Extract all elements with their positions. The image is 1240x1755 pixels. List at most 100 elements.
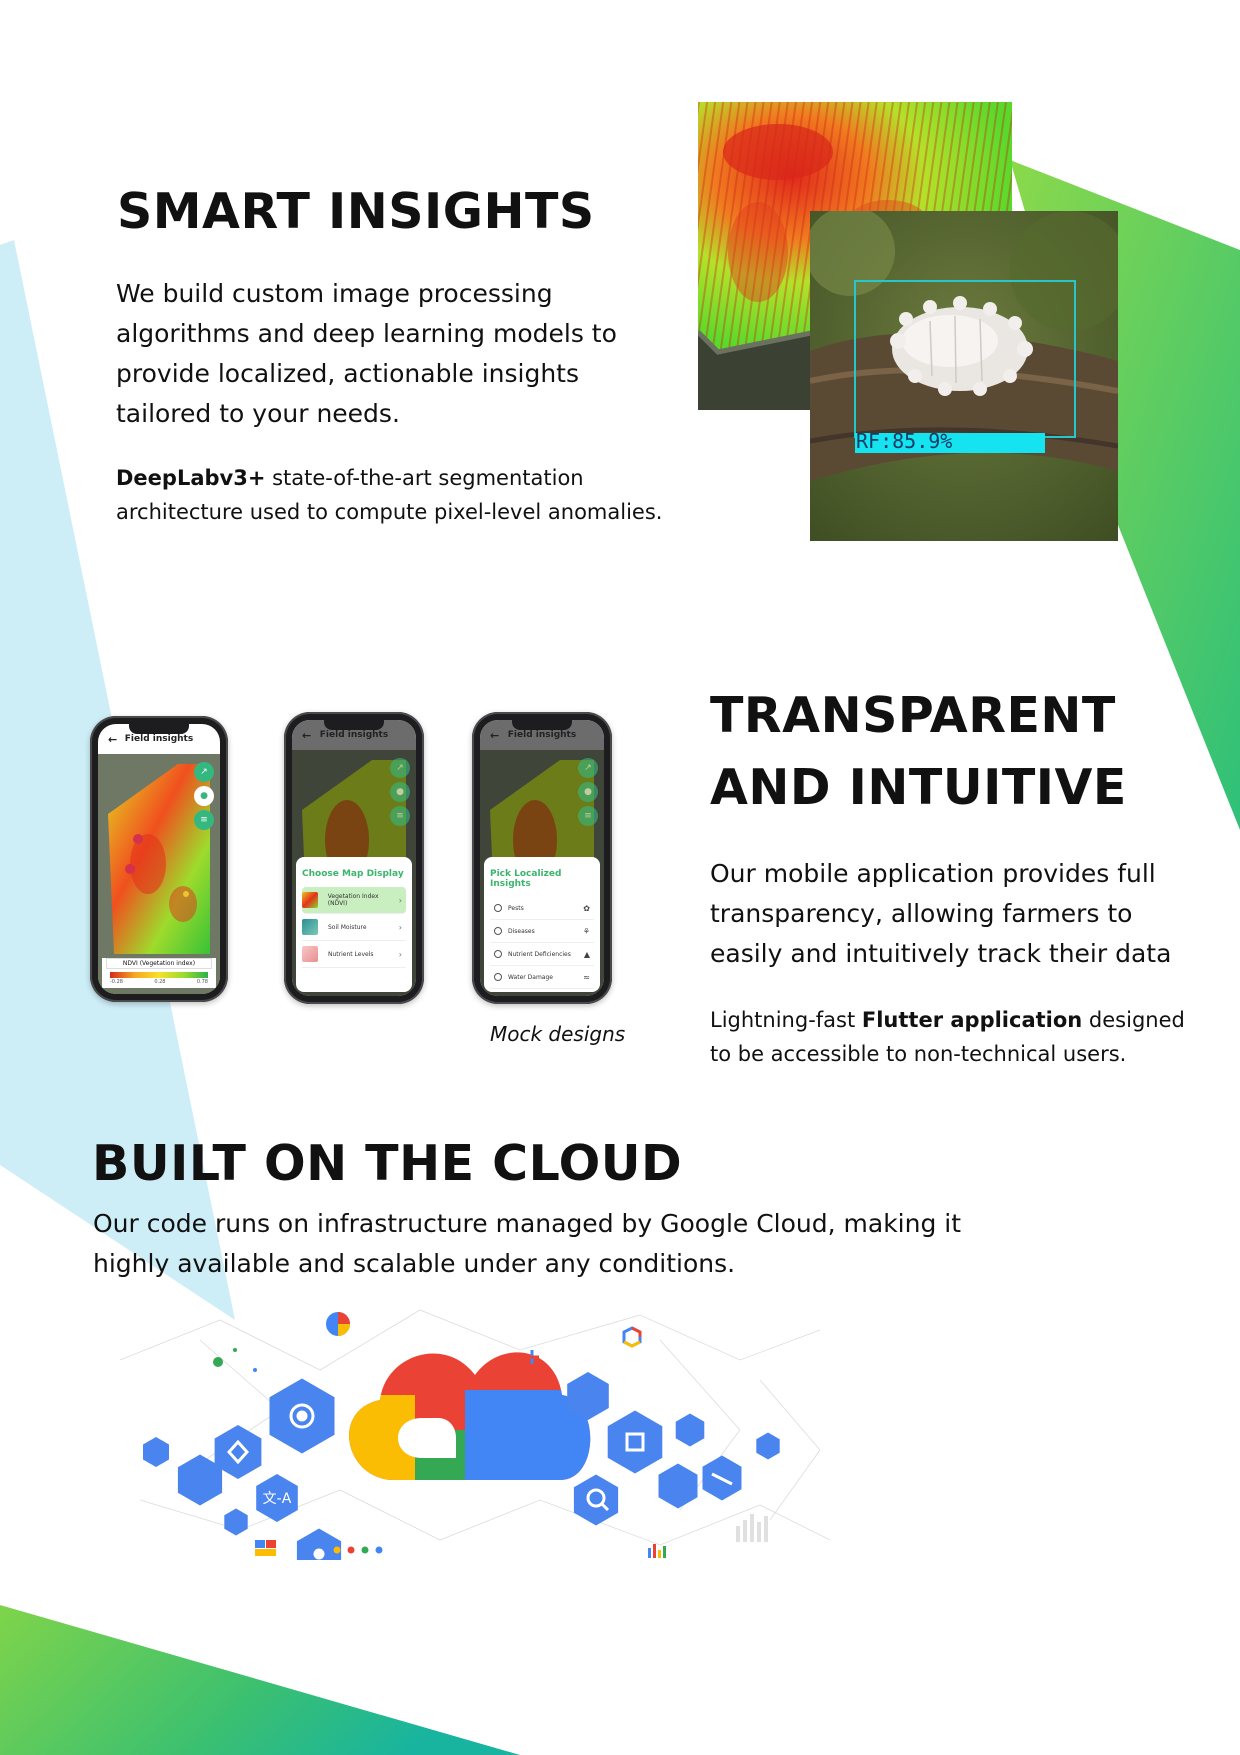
bulb-fab-icon[interactable]: ●: [194, 786, 214, 806]
phone-screen: ← Field insights ↗ ● ≡ Pick Localized In…: [480, 720, 604, 996]
bulb-fab-icon[interactable]: ●: [578, 782, 598, 802]
phone-header-title: Field insights: [319, 730, 389, 740]
bug-icon: ✿: [583, 903, 590, 913]
insight-option-water-damage[interactable]: Water Damage ≈: [490, 966, 594, 989]
chart-fab-icon[interactable]: ↗: [578, 758, 598, 778]
radio-button[interactable]: [494, 927, 502, 935]
chevron-right-icon: ›: [398, 922, 402, 932]
cloud-title: BUILT ON THE CLOUD: [92, 1135, 683, 1192]
insight-option-diseases[interactable]: Diseases ⚘: [490, 920, 594, 943]
insight-option-pests[interactable]: Pests ✿: [490, 897, 594, 920]
legend-tick: -0.28: [110, 979, 123, 985]
map-option-label: Vegetation Index (NDVI): [327, 893, 379, 907]
four-dots-icon: [333, 1546, 383, 1554]
layers-fab-icon[interactable]: ≡: [194, 810, 214, 830]
transparent-title-line1: TRANSPARENT: [710, 687, 1116, 744]
detection-confidence-label: RF:85.9%: [856, 429, 953, 453]
insight-option-nutrient-deficiencies[interactable]: Nutrient Deficiencies ▲: [490, 943, 594, 966]
chart-fab-icon[interactable]: ↗: [194, 762, 214, 782]
insight-option-label: Diseases: [508, 927, 535, 935]
chevron-right-icon: ›: [398, 949, 402, 959]
chevron-right-icon: ›: [398, 895, 402, 905]
legend-tick: 0.28: [154, 979, 166, 985]
phone-notch: [324, 720, 384, 730]
bulb-fab-icon[interactable]: ●: [390, 782, 410, 802]
cpu-icon: [607, 1410, 663, 1474]
phone-notch: [512, 720, 572, 730]
transparent-title-line2: AND INTUITIVE: [710, 759, 1127, 816]
localized-insights-sheet: Pick Localized Insights Pests ✿ Diseases…: [484, 857, 600, 992]
plus-grid-icon: [525, 1350, 539, 1364]
bar-chart-icon: [648, 1544, 666, 1558]
mock-designs-caption: Mock designs: [490, 1022, 626, 1046]
insight-option-label: Nutrient Deficiencies: [508, 950, 571, 958]
map-display-sheet: Choose Map Display Vegetation Index (NDV…: [296, 857, 412, 992]
ndvi-legend: NDVI (Vegetation index) -0.28 0.28 0.78: [102, 958, 216, 988]
pest-detection-photo: [810, 211, 1118, 541]
phone-screen: ← Field insights: [98, 724, 220, 994]
smart-insights-note: DeepLabv3+ state-of-the-art segmentation…: [116, 461, 696, 529]
legend-ticks: -0.28 0.28 0.78: [102, 979, 216, 985]
phone-header-title: Field insights: [124, 734, 194, 744]
field-map[interactable]: ↗ ● ≡ Choose Map Display Vegetation Inde…: [292, 750, 416, 996]
phone-mock-map-display: ← Field insights ↗ ● ≡ Choose Map Displa…: [284, 712, 424, 1004]
legend-label: NDVI (Vegetation index): [106, 958, 212, 969]
transparent-lead: Our mobile application provides full tra…: [710, 859, 1172, 968]
field-polygon: [98, 754, 220, 994]
smart-insights-lead: We build custom image processing algorit…: [116, 279, 617, 428]
back-arrow-icon[interactable]: ←: [490, 728, 500, 742]
layers-fab-icon[interactable]: ≡: [578, 806, 598, 826]
flutter-note-post: designed to be accessible to non-technic…: [710, 1008, 1185, 1066]
green-triangle-bottom: [0, 1605, 520, 1755]
back-arrow-icon[interactable]: ←: [108, 732, 118, 746]
flutter-name: Flutter application: [861, 1008, 1083, 1032]
field-map[interactable]: ↗ ● ≡ Pick Localized Insights Pests ✿ Di…: [480, 750, 604, 996]
transparent-note: Lightning-fast Flutter application desig…: [710, 1003, 1200, 1071]
package-icon: [675, 1413, 705, 1447]
chart-fab-icon[interactable]: ↗: [390, 758, 410, 778]
nutrient-thumb-icon: [302, 946, 318, 962]
transparent-title: TRANSPARENT AND INTUITIVE: [710, 680, 1127, 824]
map-option-soil-moisture[interactable]: Soil Moisture ›: [302, 914, 406, 941]
water-icon: ≈: [583, 972, 590, 982]
storage-layers-icon: [658, 1463, 698, 1509]
key-icon: [756, 1432, 780, 1460]
radio-button[interactable]: [494, 904, 502, 912]
dashboard-tile-icon: [255, 1540, 276, 1556]
endpoint-icon: [224, 1508, 248, 1536]
deeplab-description: state-of-the-art segmentation architectu…: [116, 466, 663, 524]
lab-icon: [143, 1437, 169, 1467]
map-option-label: Nutrient Levels: [328, 950, 374, 958]
phone-mock-localized-insights: ← Field insights ↗ ● ≡ Pick Localized In…: [472, 712, 612, 1004]
insight-option-label: Water Damage: [508, 973, 553, 981]
phone-mock-ndvi: ← Field insights: [90, 716, 228, 1002]
localized-insights-title: Pick Localized Insights: [490, 869, 562, 889]
cloud-lead: Our code runs on infrastructure managed …: [93, 1209, 962, 1278]
radio-button[interactable]: [494, 973, 502, 981]
faint-bars-icon: [736, 1514, 768, 1542]
legend-tick: 0.78: [196, 979, 208, 985]
phone-notch: [129, 724, 189, 734]
map-option-ndvi[interactable]: Vegetation Index (NDVI) ›: [302, 887, 406, 914]
google-cloud-illustration: 文-A: [119, 1309, 831, 1560]
bigquery-icon: [573, 1474, 619, 1526]
map-option-nutrient-levels[interactable]: Nutrient Levels ›: [302, 941, 406, 968]
phone-header: ← Field insights: [98, 724, 220, 754]
ndvi-thumb-icon: [302, 892, 318, 908]
phone-header-title: Field insights: [507, 730, 577, 740]
map-display-title: Choose Map Display: [302, 869, 404, 879]
phone-screen: ← Field insights ↗ ● ≡ Choose Map Displa…: [292, 720, 416, 996]
layers-fab-icon[interactable]: ≡: [390, 806, 410, 826]
map-option-label: Soil Moisture: [328, 923, 367, 931]
smart-insights-title: SMART INSIGHTS: [117, 183, 595, 240]
flutter-note-pre: Lightning-fast: [710, 1008, 862, 1032]
insight-option-label: Pests: [508, 904, 524, 912]
legend-gradient: [110, 972, 208, 978]
translate-glyph: 文-A: [263, 1491, 292, 1507]
leaf-icon: ⚘: [582, 926, 590, 936]
field-map[interactable]: ↗ ● ≡ NDVI (Vegetation index) -0.28 0.28…: [98, 754, 220, 994]
flask-icon: ▲: [583, 949, 590, 959]
back-arrow-icon[interactable]: ←: [302, 728, 312, 742]
radio-button[interactable]: [494, 950, 502, 958]
soil-thumb-icon: [302, 919, 318, 935]
